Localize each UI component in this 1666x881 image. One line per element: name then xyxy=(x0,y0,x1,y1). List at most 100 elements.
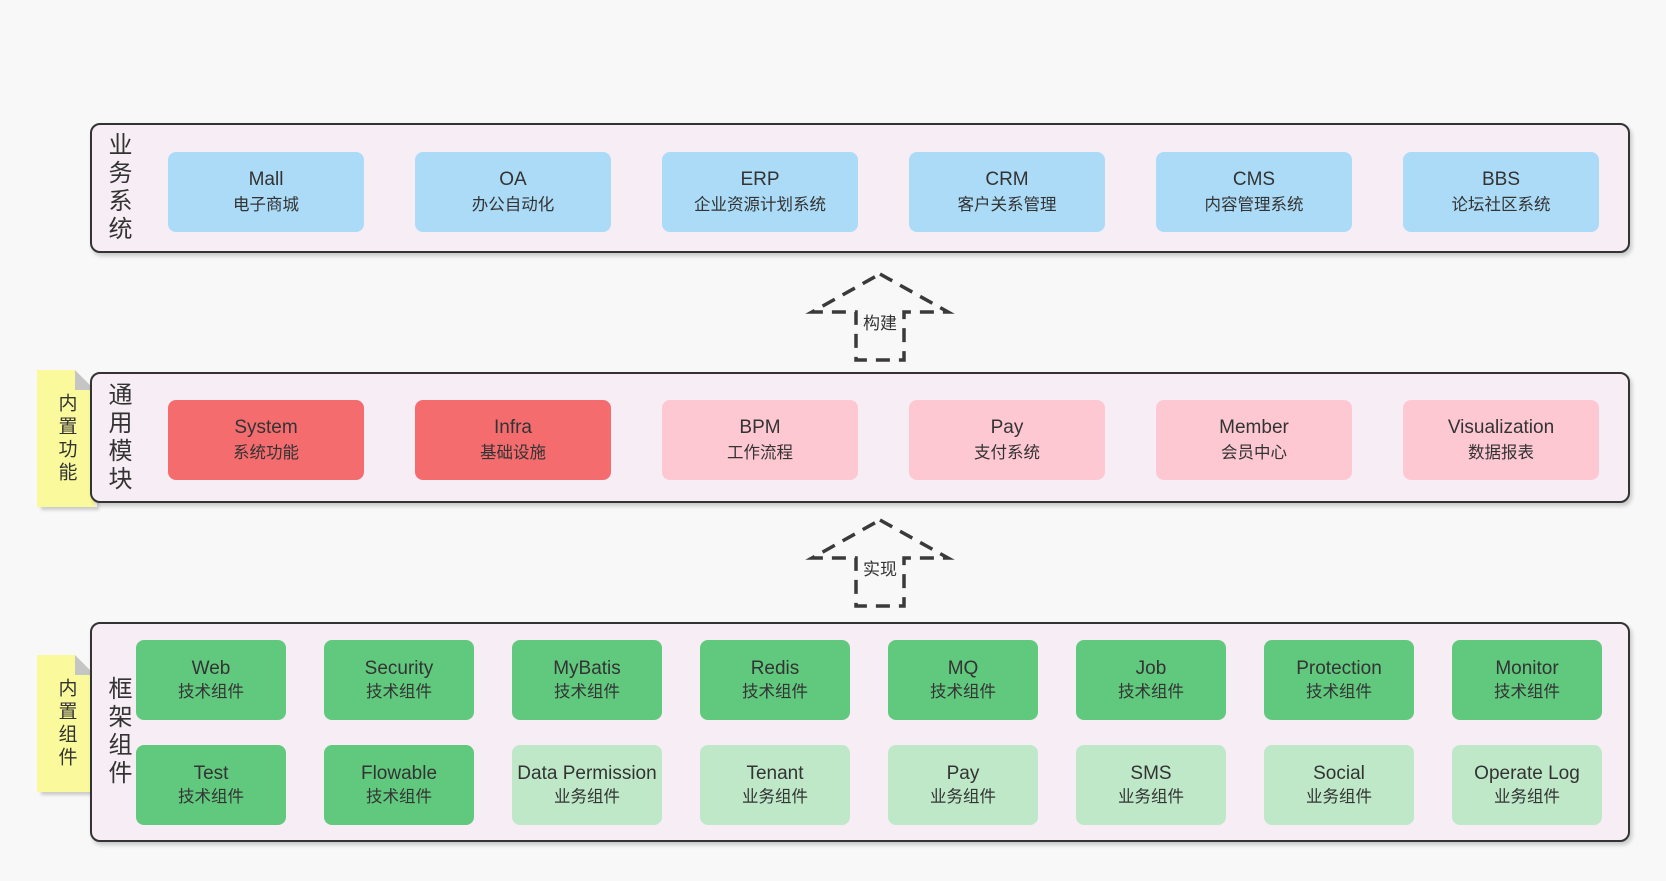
box-subtitle: 数据报表 xyxy=(1468,443,1534,462)
box-subtitle: 业务组件 xyxy=(930,787,996,806)
box-title: BPM xyxy=(739,417,781,439)
box-title: Job xyxy=(1135,657,1167,679)
box-subtitle: 技术组件 xyxy=(742,682,808,701)
box-title: Social xyxy=(1313,762,1365,784)
sticky-tag-label: 内置功能 xyxy=(55,392,77,485)
box-sms: SMS 业务组件 xyxy=(1076,745,1226,825)
band-label-text: 框架组件 xyxy=(104,676,131,788)
box-title: System xyxy=(234,417,298,439)
box-title: Security xyxy=(364,657,434,679)
box-subtitle: 技术组件 xyxy=(1494,682,1560,701)
arrow-implement-label: 实现 xyxy=(861,555,899,580)
box-system: System 系统功能 xyxy=(168,400,364,480)
arrow-build-label: 构建 xyxy=(861,309,899,334)
box-oa: OA 办公自动化 xyxy=(415,152,611,232)
box-subtitle: 业务组件 xyxy=(554,787,620,806)
box-mq: MQ 技术组件 xyxy=(888,640,1038,720)
box-subtitle: 工作流程 xyxy=(727,443,793,462)
band-label-text: 通用模块 xyxy=(104,381,131,494)
box-title: Visualization xyxy=(1447,417,1555,439)
box-title: Mall xyxy=(248,169,284,191)
box-data-permission: Data Permission 业务组件 xyxy=(512,745,662,825)
box-subtitle: 会员中心 xyxy=(1221,443,1287,462)
box-title: Member xyxy=(1219,417,1289,439)
arrow-implement: 实现 xyxy=(805,517,955,608)
box-pay: Pay 业务组件 xyxy=(888,745,1038,825)
box-erp: ERP 企业资源计划系统 xyxy=(662,152,858,232)
box-title: Data Permission xyxy=(517,762,657,784)
box-subtitle: 系统功能 xyxy=(233,443,299,462)
box-subtitle: 技术组件 xyxy=(178,787,244,806)
band-label-business-systems: 业务系统 xyxy=(100,125,134,251)
block-arrow-up-icon xyxy=(805,271,955,362)
box-title: Tenant xyxy=(746,762,804,784)
box-title: Infra xyxy=(493,417,533,439)
box-visualization: Visualization 数据报表 xyxy=(1403,400,1599,480)
box-subtitle: 业务组件 xyxy=(742,787,808,806)
box-web: Web 技术组件 xyxy=(136,640,286,720)
box-title: OA xyxy=(499,169,527,191)
box-subtitle: 企业资源计划系统 xyxy=(694,195,826,214)
box-member: Member 会员中心 xyxy=(1156,400,1352,480)
box-subtitle: 技术组件 xyxy=(930,682,996,701)
box-subtitle: 技术组件 xyxy=(554,682,620,701)
box-title: Flowable xyxy=(360,762,438,784)
box-subtitle: 技术组件 xyxy=(178,682,244,701)
box-title: MyBatis xyxy=(553,657,621,679)
box-title: CMS xyxy=(1232,169,1276,191)
box-subtitle: 电子商城 xyxy=(233,195,299,214)
box-subtitle: 业务组件 xyxy=(1118,787,1184,806)
box-tenant: Tenant 业务组件 xyxy=(700,745,850,825)
box-subtitle: 论坛社区系统 xyxy=(1451,195,1551,214)
box-mall: Mall 电子商城 xyxy=(168,152,364,232)
sticky-tag-built-in-components: 内置组件 xyxy=(37,655,95,792)
box-subtitle: 办公自动化 xyxy=(471,195,555,214)
box-title: Web xyxy=(191,657,231,679)
box-bbs: BBS 论坛社区系统 xyxy=(1403,152,1599,232)
band-label-framework-components: 框架组件 xyxy=(100,624,134,840)
box-title: Redis xyxy=(750,657,800,679)
band-label-text: 业务系统 xyxy=(104,132,131,244)
box-title: ERP xyxy=(740,169,780,191)
box-title: Operate Log xyxy=(1474,762,1580,784)
box-title: Protection xyxy=(1296,657,1382,679)
box-title: SMS xyxy=(1130,762,1172,784)
box-title: Pay xyxy=(946,762,980,784)
sticky-tag-built-in-features: 内置功能 xyxy=(37,370,95,507)
arrow-build: 构建 xyxy=(805,271,955,362)
box-redis: Redis 技术组件 xyxy=(700,640,850,720)
band-label-common-modules: 通用模块 xyxy=(100,374,134,501)
block-arrow-up-icon xyxy=(805,517,955,608)
box-subtitle: 技术组件 xyxy=(366,787,432,806)
box-subtitle: 技术组件 xyxy=(1118,682,1184,701)
box-title: BBS xyxy=(1481,169,1521,191)
box-title: CRM xyxy=(985,169,1029,191)
box-subtitle: 业务组件 xyxy=(1306,787,1372,806)
box-social: Social 业务组件 xyxy=(1264,745,1414,825)
box-title: MQ xyxy=(947,657,979,679)
box-job: Job 技术组件 xyxy=(1076,640,1226,720)
box-flowable: Flowable 技术组件 xyxy=(324,745,474,825)
box-mybatis: MyBatis 技术组件 xyxy=(512,640,662,720)
box-subtitle: 支付系统 xyxy=(974,443,1040,462)
